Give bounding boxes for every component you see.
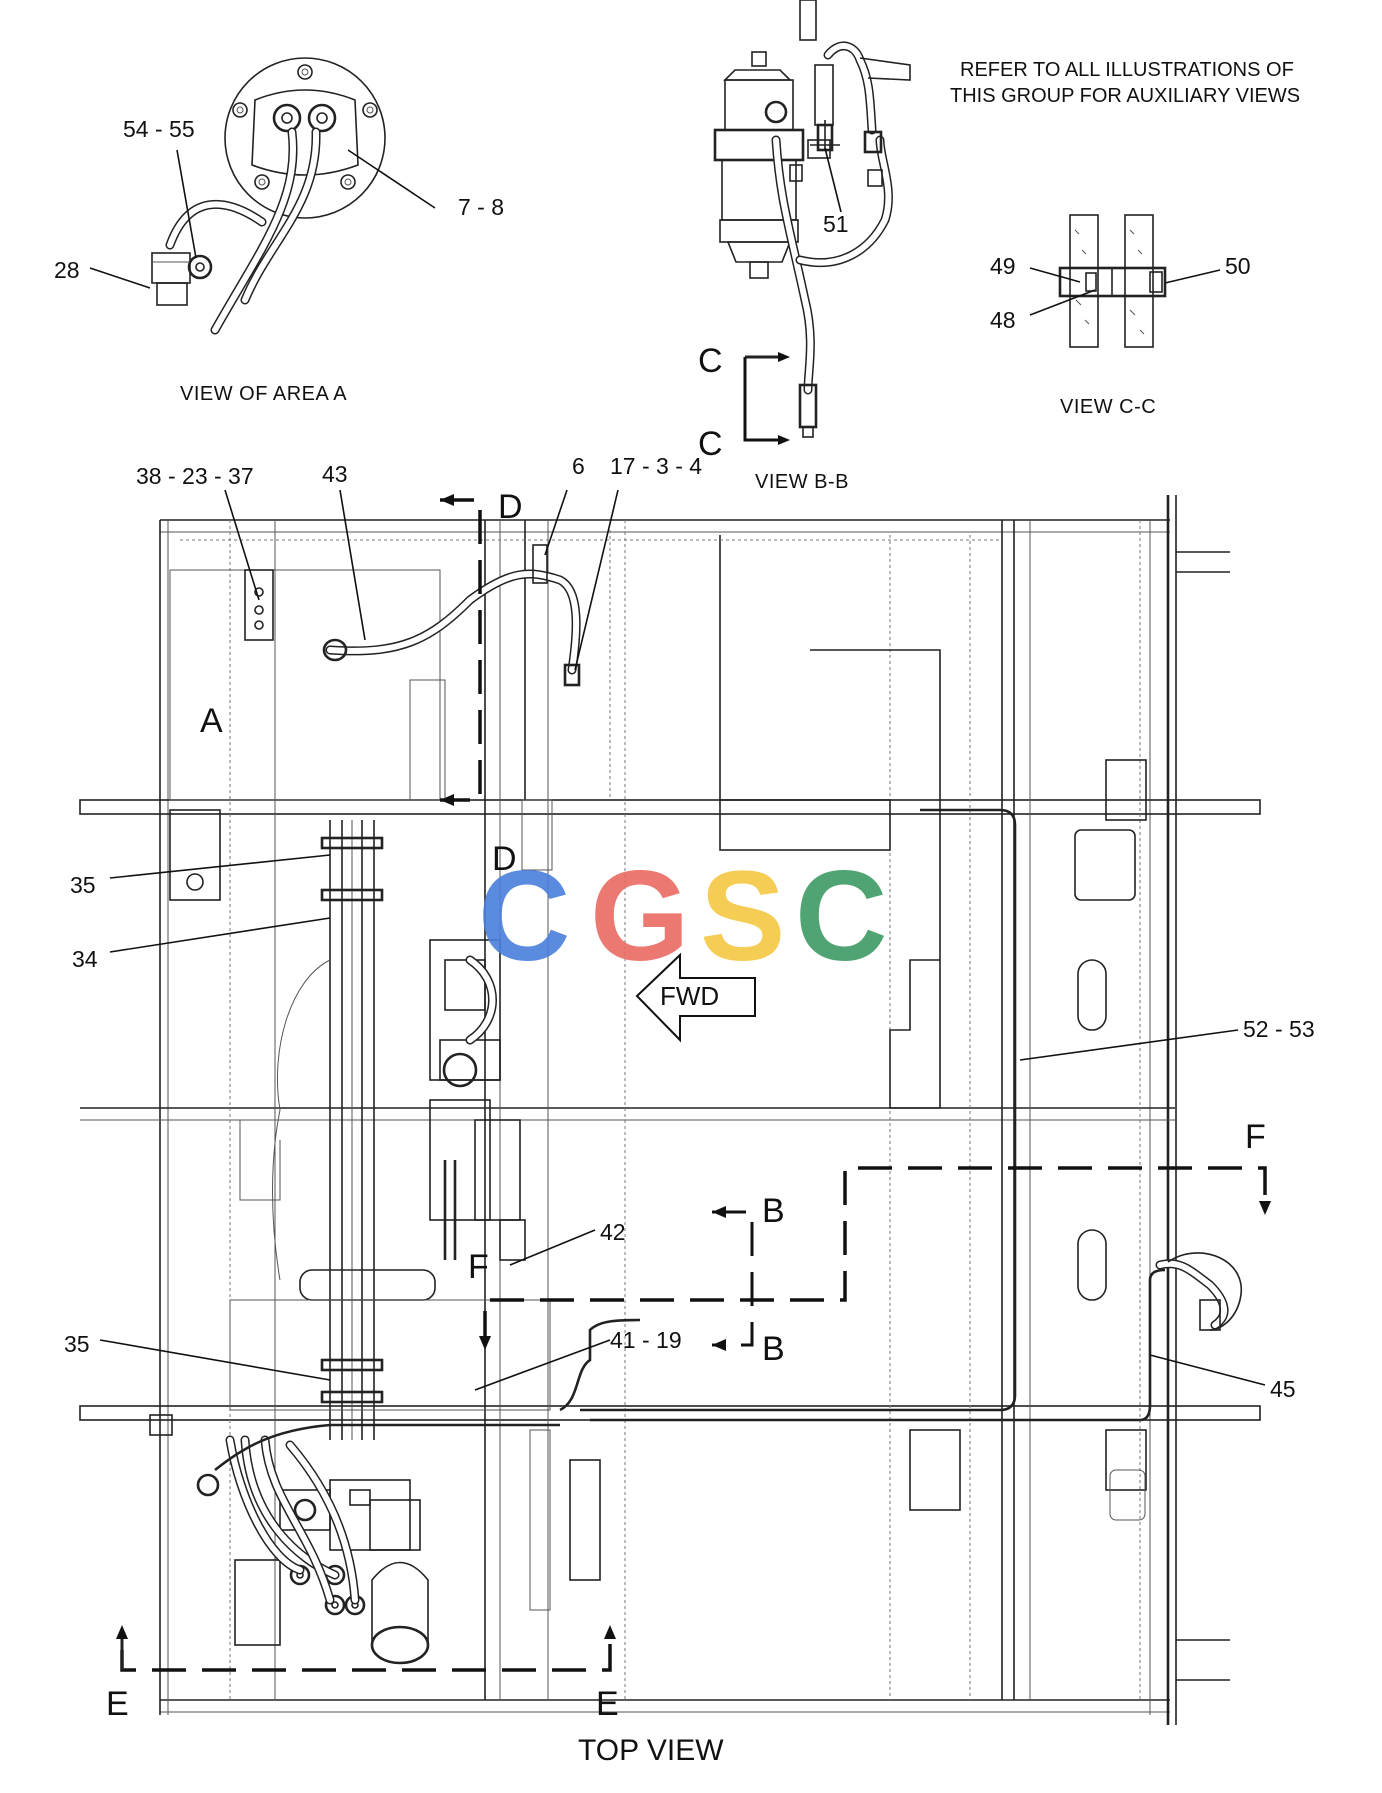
callout-42: 42 bbox=[600, 1219, 626, 1245]
marker-e-right: E bbox=[596, 1685, 619, 1723]
callout-48: 48 bbox=[990, 307, 1016, 333]
marker-b-top: B bbox=[762, 1192, 785, 1230]
marker-d-top: D bbox=[498, 488, 523, 526]
auxiliary-note-line2: THIS GROUP FOR AUXILIARY VIEWS bbox=[950, 85, 1300, 107]
marker-b-bottom: B bbox=[762, 1330, 785, 1368]
inset-view-c-c bbox=[1058, 214, 1167, 348]
tube-52-53 bbox=[559, 808, 1243, 1422]
view-b-b-title: VIEW B-B bbox=[755, 471, 849, 493]
hose-43 bbox=[322, 544, 581, 687]
marker-e-left: E bbox=[106, 1685, 129, 1723]
callout-34: 34 bbox=[72, 946, 98, 972]
labels: REFER TO ALL ILLUSTRATIONS OF THIS GROUP… bbox=[54, 59, 1315, 1767]
watermark-letter-s: S bbox=[700, 845, 785, 988]
fwd-arrow bbox=[635, 952, 756, 1043]
pump-assembly bbox=[196, 1423, 560, 1665]
marker-f-right: F bbox=[1245, 1118, 1266, 1156]
callout-54-55: 54 - 55 bbox=[123, 116, 195, 142]
callout-17-3-4: 17 - 3 - 4 bbox=[610, 453, 702, 479]
inset-view-area-a bbox=[151, 57, 386, 335]
marker-f-left: F bbox=[468, 1248, 489, 1286]
watermark-letter-g: G bbox=[590, 845, 690, 988]
marker-d-bottom: D bbox=[492, 840, 517, 878]
leader-lines bbox=[89, 147, 1266, 1391]
callout-43: 43 bbox=[322, 461, 348, 487]
watermark-letter-c2: C bbox=[795, 845, 887, 988]
watermark-letter-c1: C bbox=[478, 845, 570, 988]
watermark-cgsc: C G S C bbox=[478, 845, 887, 988]
view-c-c-title: VIEW C-C bbox=[1060, 396, 1156, 418]
marker-c-bottom: C bbox=[698, 425, 723, 463]
callout-49: 49 bbox=[990, 253, 1016, 279]
callout-50: 50 bbox=[1225, 253, 1251, 279]
callout-35-bottom: 35 bbox=[64, 1331, 90, 1357]
callout-28: 28 bbox=[54, 257, 80, 283]
inset-view-b-b bbox=[713, 0, 911, 438]
view-area-a-title: VIEW OF AREA A bbox=[180, 383, 347, 405]
valve-assembly bbox=[429, 939, 526, 1261]
top-view-frame bbox=[79, 495, 1261, 1725]
marker-c-top: C bbox=[698, 342, 723, 380]
top-view-title: TOP VIEW bbox=[578, 1734, 724, 1767]
auxiliary-note-line1: REFER TO ALL ILLUSTRATIONS OF bbox=[960, 59, 1294, 81]
callout-41-19: 41 - 19 bbox=[610, 1327, 682, 1353]
callout-52-53: 52 - 53 bbox=[1243, 1016, 1315, 1042]
callout-38-23-37: 38 - 23 - 37 bbox=[136, 463, 254, 489]
callout-51: 51 bbox=[823, 211, 849, 237]
callout-45: 45 bbox=[1270, 1376, 1296, 1402]
callout-35-top: 35 bbox=[70, 872, 96, 898]
fwd-label: FWD bbox=[660, 981, 719, 1011]
center-column bbox=[229, 820, 551, 1440]
callout-6: 6 bbox=[572, 453, 585, 479]
marker-a: A bbox=[200, 702, 223, 740]
section-cuts bbox=[116, 352, 1271, 1672]
callout-7-8: 7 - 8 bbox=[458, 194, 504, 220]
